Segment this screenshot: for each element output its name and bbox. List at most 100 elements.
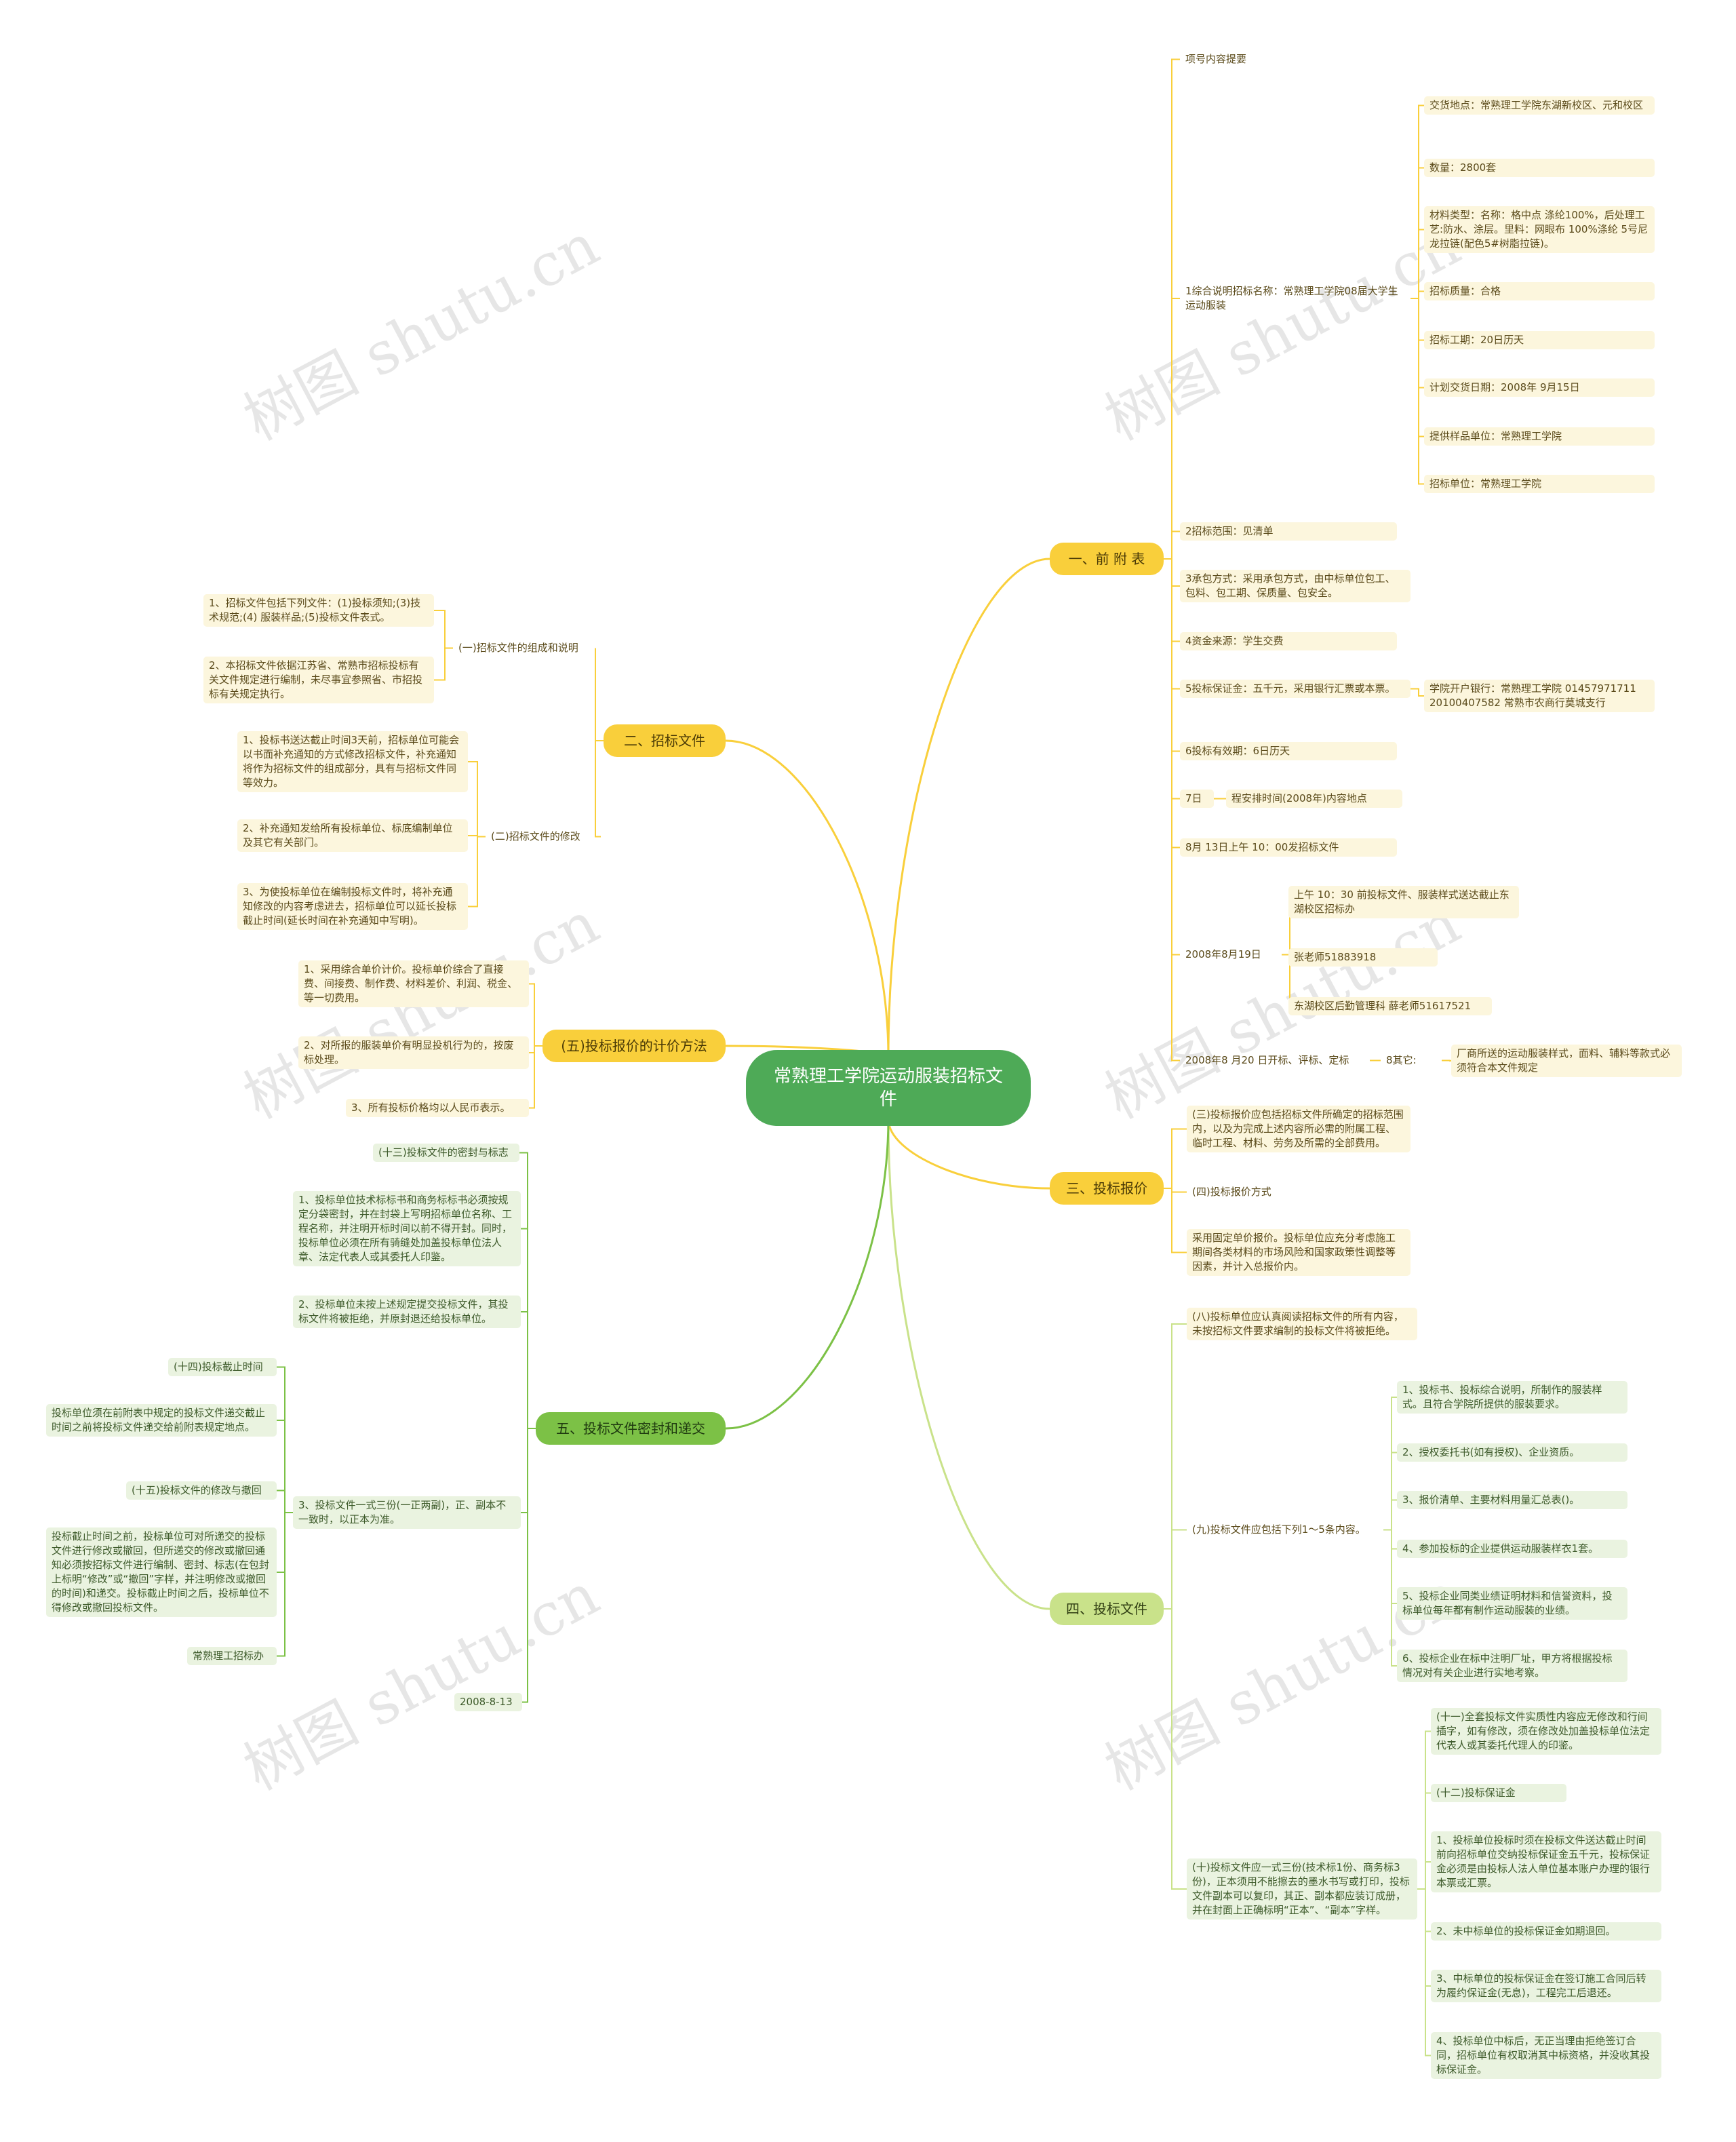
- detail-bond-refund: 2、未中标单位的投标保证金如期退回。: [1431, 1922, 1661, 1941]
- detail-sample-garment: 4、参加投标的企业提供运动服装样衣1套。: [1397, 1540, 1628, 1558]
- child-connector: [1410, 104, 1424, 299]
- detail-speculation: 2、对所报的服装单价有明显投机行为的，按废标处理。: [298, 1036, 529, 1069]
- item-aug-20: 2008年8 月20 日开标、评标、定标: [1185, 1054, 1349, 1066]
- detail-notice-distribution: 2、补充通知发给所有投标单位、标底编制单位及其它有关部门。: [237, 819, 468, 852]
- child-connector: [434, 610, 453, 649]
- child-connector: [277, 1489, 293, 1513]
- child-connector: [1164, 1128, 1187, 1189]
- branch-appendix-table[interactable]: 一、前 附 表: [1050, 543, 1164, 575]
- detail-sealing-rules: 1、投标单位技术标标书和商务标标书必须按规定分袋密封，并在封袋上写明招标单位名称…: [293, 1191, 521, 1266]
- sub-three-copies: (十)投标文件应一式三份(技术标1份、商务标3份)，正本须用不能擦去的墨水书写或…: [1187, 1858, 1417, 1920]
- detail-bond-payment: 1、投标单位投标时须在投标文件送达截止时间前向招标单位交纳投标保证金五千元，投标…: [1431, 1831, 1661, 1892]
- child-connector: [1410, 298, 1424, 389]
- child-connector: [1383, 1529, 1397, 1550]
- branch-connector: [725, 1118, 890, 1430]
- child-connector: [1410, 688, 1424, 697]
- branch-bid-quotation[interactable]: 三、投标报价: [1050, 1172, 1164, 1205]
- root-topic[interactable]: 常熟理工学院运动服装招标文件: [746, 1050, 1031, 1126]
- detail-sample-provider: 提供样品单位：常熟理工学院: [1424, 427, 1655, 446]
- child-connector: [468, 836, 486, 908]
- child-connector: [529, 983, 542, 1047]
- branch-bid-documents[interactable]: 四、投标文件: [1050, 1593, 1164, 1625]
- child-connector: [1410, 229, 1424, 299]
- detail-bond-forfeit: 4、投标单位中标后，无正当理由拒绝签订合同，招标单位有权取消其中标资格，并没收其…: [1431, 2032, 1661, 2079]
- branch-connector: [887, 1118, 1050, 1610]
- detail-schedule: 程安排时间(2008年)内容地点: [1226, 790, 1402, 808]
- detail-delivery-location: 交货地点：常熟理工学院东湖新校区、元和校区: [1424, 96, 1655, 115]
- branch-connector: [725, 739, 890, 1057]
- child-connector: [594, 648, 604, 741]
- child-connector: [1417, 1792, 1431, 1890]
- child-connector: [1383, 1529, 1397, 1667]
- child-connector: [1417, 1730, 1431, 1890]
- child-connector: [519, 1152, 536, 1429]
- child-connector: [1417, 1888, 1431, 1987]
- child-connector: [277, 1512, 293, 1573]
- detail-quantity: 数量：2800套: [1424, 159, 1655, 177]
- item-scope: 2招标范围：见清单: [1180, 522, 1397, 541]
- detail-performance: 5、投标企业同类业绩证明材料和信誉资料，投标单位每年都有制作运动服装的业绩。: [1397, 1587, 1628, 1620]
- child-connector: [1164, 58, 1180, 560]
- child-connector: [1442, 1059, 1451, 1062]
- sub-modification: (二)招标文件的修改: [491, 830, 580, 842]
- child-connector: [277, 1420, 293, 1513]
- child-connector: [521, 1311, 536, 1429]
- child-connector: [594, 740, 604, 838]
- child-connector: [521, 1428, 536, 1513]
- detail-material: 材料类型：名称：格中点 涤纶100%，后处理工艺:防水、涂层。里料：网眼布 10…: [1424, 206, 1655, 253]
- child-connector: [529, 1045, 542, 1053]
- item-summary-header: 项号内容提要: [1185, 53, 1247, 65]
- branch-connector: [887, 558, 1050, 1057]
- detail-deadline-extension: 3、为使投标单位在编制投标文件时，将补充通知修改的内容考虑进去，招标单位可以延长…: [237, 883, 468, 930]
- sub-read-documents: (八)投标单位应认真阅读招标文件的所有内容，未按招标文件要求编制的投标文件将被拒…: [1187, 1308, 1417, 1340]
- item-aug-19: 2008年8月19日: [1185, 948, 1261, 960]
- child-connector: [1410, 167, 1424, 299]
- child-connector: [277, 1512, 293, 1657]
- child-connector: [277, 1366, 293, 1513]
- sub-composition: (一)招标文件的组成和说明: [458, 642, 578, 654]
- child-connector: [1383, 1529, 1397, 1604]
- child-connector: [468, 761, 486, 838]
- branch-tender-documents[interactable]: 二、招标文件: [604, 724, 726, 757]
- detail-no-modification: (十一)全套投标文件实质性内容应无修改和行间插字，如有修改，须在修改处加盖投标单…: [1431, 1708, 1661, 1755]
- child-connector: [1164, 530, 1180, 560]
- detail-regulations: 2、本招标文件依据江苏省、常熟市招标投标有关文件规定进行编制，未尽事宜参照省、市…: [203, 657, 434, 703]
- branch-pricing-method[interactable]: (五)投标报价的计价方法: [542, 1030, 726, 1062]
- child-connector: [1164, 1188, 1187, 1253]
- detail-submission-deadline: 上午 10：30 前投标文件、服装样式送达截止东湖校区招标办: [1288, 886, 1519, 918]
- detail-duration: 招标工期：20日历天: [1424, 331, 1655, 349]
- child-connector: [521, 1228, 536, 1429]
- detail-supplement-notice: 1、投标书送达截止时间3天前，招标单位可能会以书面补充通知的方式修改招标文件，补…: [237, 731, 468, 792]
- child-connector: [1164, 558, 1180, 800]
- item-funding: 4资金来源：学生交费: [1180, 632, 1397, 650]
- child-connector: [1383, 1499, 1397, 1531]
- branch-connector: [887, 1118, 1050, 1190]
- watermark: 树图 shutu.cn: [233, 210, 610, 454]
- item-contract-method: 3承包方式：采用承包方式，由中标单位包工、包料、包工期、保质量、包安全。: [1180, 570, 1410, 602]
- child-connector: [1383, 1397, 1397, 1531]
- child-connector: [1410, 298, 1424, 437]
- detail-authorization: 2、授权委托书(如有授权)、企业资质。: [1397, 1443, 1628, 1462]
- detail-deadline-rule: 投标单位须在前附表中规定的投标文件递交截止时间之前将投标文件递交给前附表规定地点…: [46, 1404, 277, 1437]
- detail-performance-bond: 3、中标单位的投标保证金在签订施工合同后转为履约保证金(无息)，工程完工后退还。: [1431, 1970, 1661, 2002]
- child-connector: [434, 647, 453, 681]
- child-connector: [1164, 1188, 1187, 1193]
- detail-withdraw-rule: 投标截止时间之前，投标单位可对所递交的投标文件进行修改或撤回，但所递交的修改或撤…: [46, 1527, 277, 1617]
- child-connector: [1410, 298, 1424, 341]
- detail-tender-unit: 招标单位：常熟理工学院: [1424, 475, 1655, 493]
- child-connector: [1417, 1888, 1431, 1932]
- child-connector: [1164, 558, 1180, 849]
- child-connector: [1410, 298, 1424, 485]
- child-connector: [1164, 558, 1180, 690]
- child-connector: [1164, 558, 1180, 587]
- child-connector: [1164, 558, 1180, 1062]
- detail-bank-account: 学院开户银行：常熟理工学院 01457971711 20100407582 常熟…: [1424, 680, 1655, 712]
- detail-rejection: 2、投标单位未按上述规定提交投标文件，其投标文件将被拒绝，并原封退还给投标单位。: [293, 1296, 521, 1328]
- detail-price-list: 3、报价清单、主要材料用量汇总表()。: [1397, 1491, 1628, 1509]
- detail-deadline-title: (十四)投标截止时间: [168, 1358, 277, 1376]
- child-connector: [522, 1428, 536, 1703]
- item-project-name: 1综合说明招标名称：常熟理工学院08届大学生运动服装: [1185, 285, 1398, 311]
- child-connector: [1164, 558, 1180, 642]
- branch-sealing-submission[interactable]: 五、投标文件密封和递交: [536, 1412, 726, 1445]
- sub-contents: (九)投标文件应包括下列1～5条内容。: [1192, 1523, 1366, 1536]
